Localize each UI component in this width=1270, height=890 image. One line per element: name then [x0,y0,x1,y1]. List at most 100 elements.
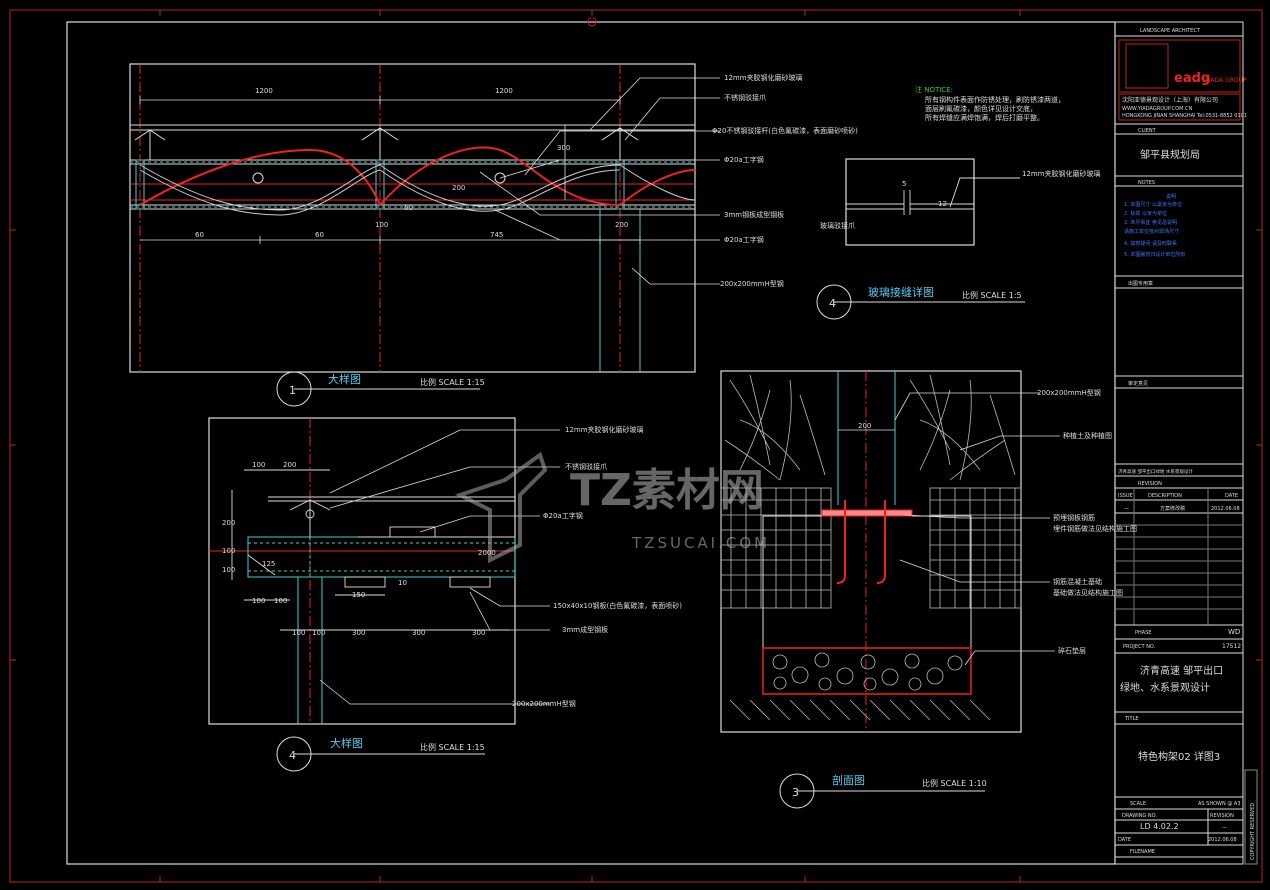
tb-drawingno-value: LD 4.02.2 [1140,822,1179,831]
d1-callout-1: 12mm夹胶钢化磨砂玻璃 [724,73,803,82]
d4b-dim-4: 100 [222,547,235,555]
d1-dim-v3: 60 [404,204,413,212]
tb-notes-label: NOTES [1138,180,1155,186]
tb-phase-value: WD [1228,628,1240,636]
tb-scale-label: SCALE [1130,801,1146,807]
d3-callout-1: 200x200mmH型钢 [1037,388,1101,397]
d4b-dim-11: 300 [352,629,365,637]
d4b-dim-12: 300 [412,629,425,637]
d4b-callout-5: 3mm成型钢板 [562,625,608,634]
tb-logo-sub: YIADA GROUP [1204,77,1247,84]
d4b-dim-1: 100 [252,461,265,469]
d4b-number: 4 [289,749,296,762]
d3-callout-5: 钢筋混凝土基础 [1053,577,1102,586]
d1-dim-5: 100 [375,221,388,229]
d4a-scale: 比例 SCALE 1:5 [962,290,1022,300]
d3-callout-2: 种植土及种植图 [1063,431,1112,440]
d4b-dim-6: 100 [252,597,265,605]
watermark-main: TZ素材网 [570,465,764,516]
tb-client-value: 邹平县规划局 [1140,148,1200,161]
d3-callout-6: 基础做法见结构施工图 [1053,588,1123,597]
tb-note-2: 2. 标高 以米为单位 [1124,210,1167,217]
d3-title: 剖面图 [832,773,865,787]
d4b-callout-6: 200x200mmH型钢 [512,699,576,708]
tb-note-5: 4. 如有疑问 请及时联系 [1124,240,1177,247]
d4a-title: 玻璃接缝详图 [868,285,934,299]
d1-callout-5: 3mm钢板成型钢板 [724,210,784,219]
d1-dim-1: 1200 [255,87,273,95]
tb-issue-label: ISSUE [1118,493,1133,499]
tb-project-name-2: 绿地、水系景观设计 [1120,681,1210,694]
d1-dim-v2: 200 [452,184,465,192]
tb-note-4: 请施工单位核对现场尺寸 [1124,228,1179,235]
tb-issue-desc: 方案修改稿 [1160,505,1185,512]
d4b-callout-3: Φ20a工字钢 [543,511,583,520]
detail-4a-frame [845,158,975,246]
tb-title-value: 特色构架02 详图3 [1138,750,1220,763]
soil-hatch [720,487,1022,609]
d1-callout-4: Φ20a工字钢 [724,155,764,164]
tb-phase-label: PHASE [1135,630,1152,636]
tb-date2-value: 2012.06.08 [1208,837,1237,843]
d4b-callout-4: 150x40x10钢板(白色氟碳漆，表面喷砂) [553,601,682,610]
d4b-dim-8: 100 [292,629,305,637]
detail-1-frame [129,63,696,373]
d1-dim-v1: 300 [557,144,570,152]
d4b-callout-2: 不锈钢驳接爪 [565,462,607,471]
tb-date-label: DATE [1225,493,1238,499]
tb-client-label: CLIENT [1138,128,1157,134]
d1-number: 1 [289,384,296,397]
tb-header: LANDSCAPE ARCHITECT [1140,28,1201,34]
tb-vertical-text: COPYRIGHT RESERVED [1250,803,1256,860]
d1-dim-3: 60 [195,231,204,239]
d4b-dim-16: 125 [262,560,275,568]
d4b-scale: 比例 SCALE 1:15 [420,742,485,752]
tb-project-name-1: 济青高速 邹平出口 [1140,664,1223,677]
tb-revision-label: REVISION [1210,813,1234,819]
tb-scale-value: AS SHOWN @ A3 [1198,801,1241,807]
tb-filename-label: FILENAME [1130,849,1155,855]
tb-project-line: 济青高速 邹平出口绿地 水系景观设计 [1118,468,1193,475]
d3-callout-4: 埋件钢筋做法见结构施工图 [1053,524,1137,533]
notice-line-3: 所有焊缝应满焊饱满，焊后打磨平整。 [925,113,1044,122]
tb-issue-no: — [1124,506,1129,512]
d1-callout-2: 不锈钢驳接爪 [724,93,766,102]
tb-issue-date: 2012.06.08 [1211,506,1240,512]
d4b-dim-10: 100 [312,629,325,637]
d3-callout-3: 预埋钢板钢筋 [1053,513,1095,522]
d4b-dim-2: 200 [283,461,296,469]
d4b-dim-5: 100 [222,566,235,574]
tb-note-3: 3. 未尽事宜 参见总说明 [1124,219,1177,226]
d4b-dim-15: 2000 [478,549,496,557]
d1-callout-6: Φ20a工字钢 [724,235,764,244]
d1-dim-2: 1200 [495,87,513,95]
d1-dim-7: 200 [615,221,628,229]
d1-callout-7: 200x200mmH型钢 [720,279,784,288]
d1-dim-4: 60 [315,231,324,239]
d4a-dim2: 12 [938,200,947,208]
d4b-dim-3: 200 [222,519,235,527]
tb-title-label: TITLE [1124,716,1139,722]
tb-seal-label: 出图专用章 [1128,280,1153,287]
tb-approval-label: 审定意见 [1128,380,1148,387]
d4a-label-left: 玻璃驳接爪 [820,221,855,230]
d4b-dim-13: 300 [472,629,485,637]
d4b-dim-14: 10 [398,579,407,587]
d1-title: 大样图 [328,372,361,386]
notice-title: 注 NOTICE: [915,85,953,94]
watermark-sub: TZSUCAI.COM [631,534,770,552]
title-block [1114,21,1258,865]
outer-border [9,9,1263,883]
tb-date2-label: DATE [1118,837,1131,843]
watermark: TZ素材网 TZSUCAI.COM [454,451,770,564]
d1-dim-6: 745 [490,231,503,239]
tb-company-info-2: HONGKONG JINAN SHANGHAI Tel:0531-8852 01… [1122,113,1247,119]
tb-logo: eadg [1174,71,1210,86]
tb-rev-label: REVISION [1138,481,1162,487]
tb-note-6: 5. 本图版权归设计单位所有 [1124,251,1185,258]
d4b-callout-1: 12mm夹胶钢化磨砂玻璃 [565,425,644,434]
